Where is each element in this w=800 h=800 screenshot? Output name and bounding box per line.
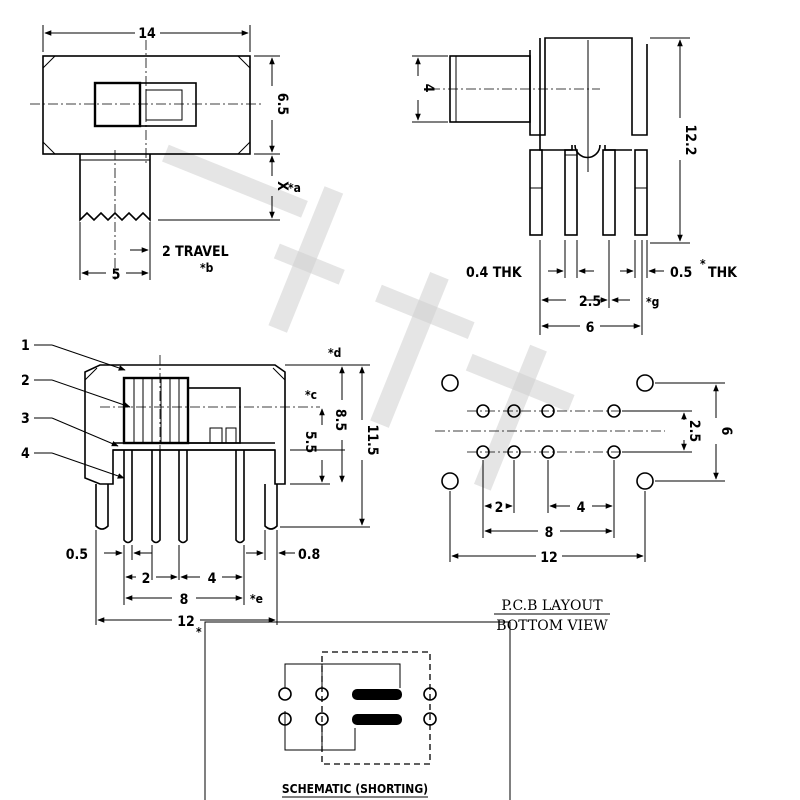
note-d: *d (328, 346, 341, 360)
actuator-length-dim: X (274, 181, 290, 191)
dim-5-5: 5.5 (302, 431, 318, 453)
dim-0-8: 0.8 (298, 547, 320, 563)
top-view: 14 6.5 X *a 2 TRAVEL *b 5 (30, 25, 301, 283)
callout-4: 4 (21, 446, 30, 462)
note-c: *c (305, 388, 317, 402)
side-width-dim: 6 (586, 320, 595, 336)
dim-11-5: 11.5 (364, 424, 380, 455)
side-height-dim: 12.2 (682, 124, 698, 155)
front-view: 1 2 3 4 *d *c 5.5 8.5 11.5 (21, 338, 380, 639)
callout-2: 2 (21, 373, 30, 389)
pin-thk-left: 0.4 THK (466, 265, 523, 281)
callout-3: 3 (21, 411, 30, 427)
dim-2: 2 (142, 571, 151, 587)
side-view: 4 12.2 0.4 THK 0.5 * THK 2.5 *g 6 (412, 37, 738, 336)
pcb-layout: 2.5 6 2 4 8 12 P.C.B LAYOUT BOTTOM VIEW (435, 374, 734, 634)
pcb-dim-2-5: 2.5 (686, 420, 702, 442)
actuator-width-dim: 5 (112, 267, 121, 283)
thk-suffix: THK (708, 265, 738, 281)
travel-label: 2 TRAVEL (162, 244, 229, 260)
pin-thk-right: 0.5 (670, 265, 692, 281)
dim-12: 12 (177, 614, 195, 630)
pcb-dim-12: 12 (540, 550, 558, 566)
pcb-dim-6: 6 (718, 427, 734, 436)
side-pitch-dim: 2.5 (579, 294, 601, 310)
watermark (162, 144, 575, 491)
thk-star: * (700, 257, 706, 271)
note-a: *a (288, 181, 301, 195)
dim-8: 8 (180, 592, 189, 608)
side-actuator-dim: 4 (420, 84, 436, 93)
note-b: *b (200, 261, 214, 275)
schematic-title: SCHEMATIC (SHORTING) (282, 782, 428, 796)
top-height-dim: 6.5 (274, 93, 290, 115)
dim-4: 4 (208, 571, 217, 587)
note-e: *e (250, 592, 263, 606)
schematic: SCHEMATIC (SHORTING) (204, 621, 511, 800)
pcb-dim-4: 4 (577, 500, 586, 516)
pcb-dim-8: 8 (545, 525, 554, 541)
pcb-title-line1: P.C.B LAYOUT (501, 598, 603, 614)
callout-1: 1 (21, 338, 30, 354)
note-star: * (196, 625, 202, 639)
dim-8-5: 8.5 (332, 409, 348, 431)
note-g: *g (646, 295, 659, 309)
dim-0-5: 0.5 (66, 547, 88, 563)
top-width-dim: 14 (138, 26, 156, 42)
pcb-title-line2: BOTTOM VIEW (496, 618, 608, 634)
pcb-dim-2: 2 (495, 500, 504, 516)
